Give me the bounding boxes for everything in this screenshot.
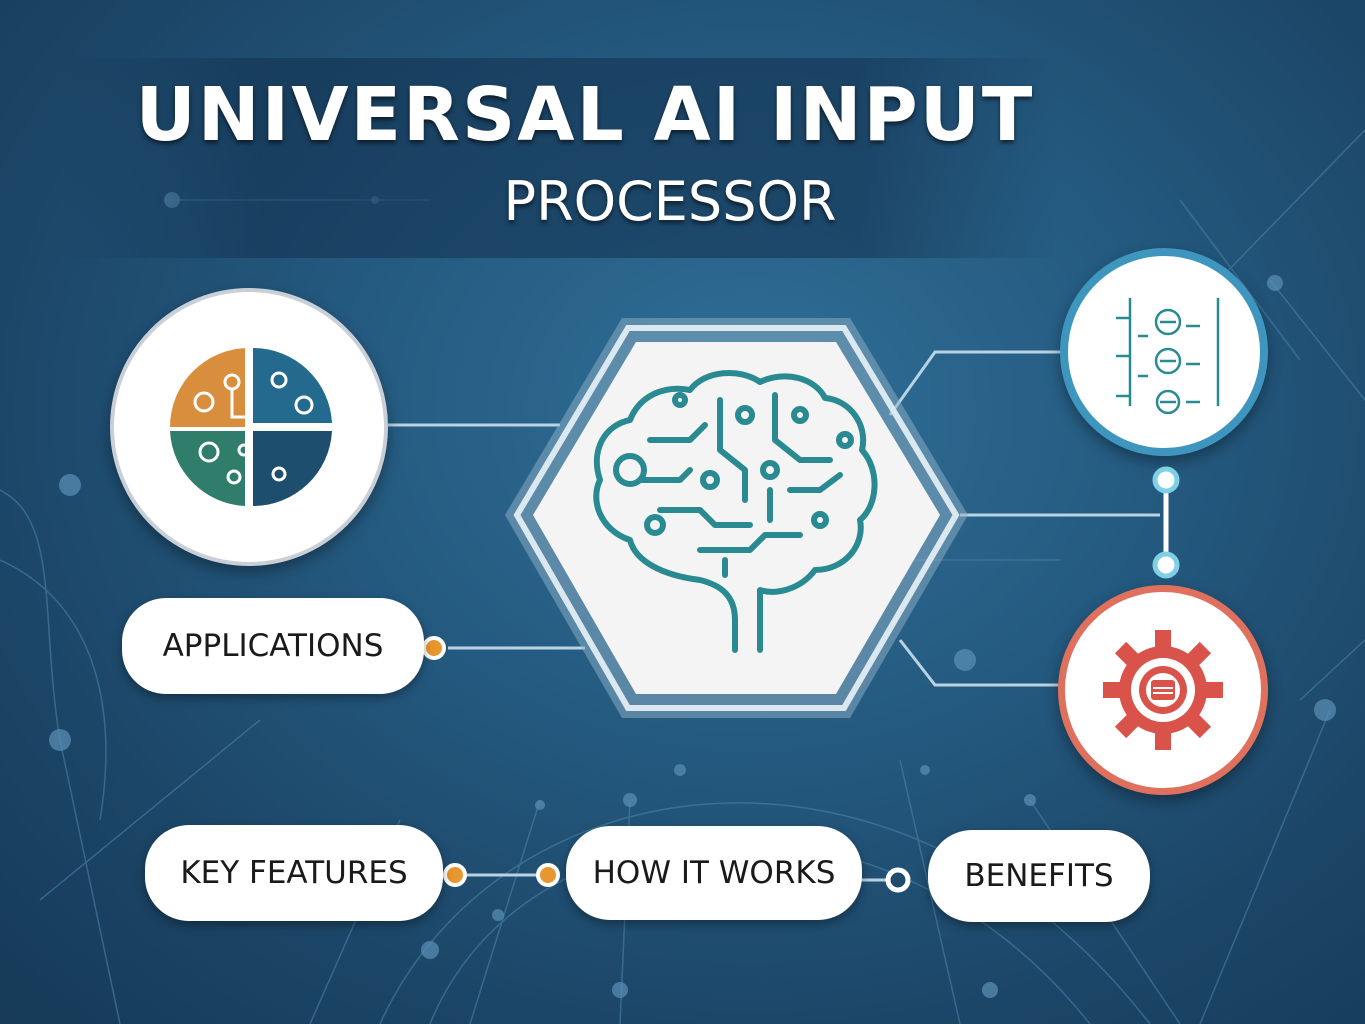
key-features-node[interactable]: KEY FEATURES [145,825,443,921]
gear-circle-node[interactable] [1058,585,1268,795]
benefits-node[interactable]: BENEFITS [928,830,1150,922]
left-circle-node[interactable] [110,288,388,566]
list-circle-node[interactable] [1060,248,1268,456]
segmented-circle-icon [170,347,332,507]
connector-hub-gear [898,639,1062,687]
connector-hub-list [888,350,1062,416]
gear-icon [1103,630,1223,750]
applications-node[interactable]: APPLICATIONS [122,598,424,694]
how-it-works-node[interactable]: HOW IT WORKS [566,826,862,920]
circuit-brain-icon [593,370,878,653]
title-band [60,58,1060,258]
title-line2: PROCESSOR [503,170,837,233]
list-document-icon [1116,298,1220,415]
title-line1: UNIVERSAL AI INPUT [135,72,1035,158]
